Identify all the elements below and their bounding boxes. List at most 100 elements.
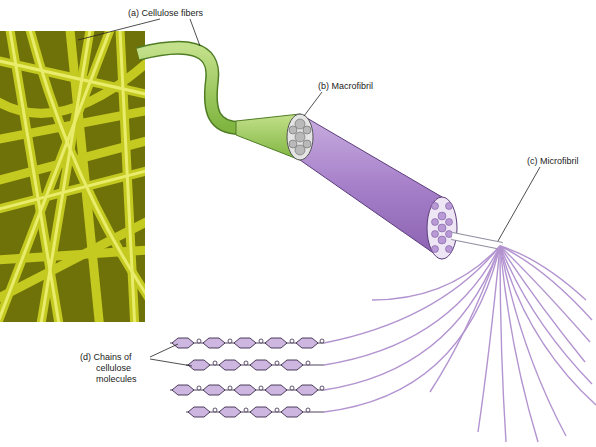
oxygen-link [320, 386, 324, 390]
oxygen-link [244, 361, 248, 365]
bundle [289, 140, 297, 148]
leader-line [498, 167, 540, 241]
chain-strand [500, 246, 566, 436]
bundle [303, 140, 311, 148]
oxygen-link [213, 361, 217, 365]
bundle [432, 231, 439, 238]
bundle [432, 246, 439, 253]
glucose-ring [234, 385, 256, 395]
glucose-ring [203, 338, 225, 348]
oxygen-link [197, 339, 201, 343]
chain-strand [500, 246, 592, 384]
bundle [438, 212, 446, 220]
part-label: (d) Chains of cellulose molecules [80, 352, 152, 385]
part-label: (b) Macrofibril [318, 81, 408, 92]
chain-strand [372, 246, 500, 300]
bundle [289, 126, 297, 134]
microfibril-bundles [432, 203, 453, 253]
bundle [432, 219, 439, 226]
glucose-ring [281, 407, 303, 417]
bundle [295, 132, 305, 142]
microfibril-body [452, 236, 502, 246]
microfibril-cross-section [427, 197, 457, 259]
fanning-chains [324, 246, 596, 442]
chain-strand [500, 246, 592, 320]
strand-highlight [0, 31, 110, 322]
oxygen-link [275, 408, 279, 412]
fiber-micrograph [0, 31, 145, 322]
fiber-outline [138, 48, 240, 128]
glucose-ring [172, 338, 194, 348]
part-label: (a) Cellulose fibers [128, 8, 268, 19]
chain-strand [500, 246, 585, 362]
glucose-ring [234, 338, 256, 348]
glucose-rings [172, 338, 318, 417]
strand-bodies [0, 31, 145, 322]
oxygen-link [197, 386, 201, 390]
bundle [446, 203, 453, 210]
leader-line [150, 344, 178, 357]
strand [0, 140, 145, 180]
fiber-body [138, 48, 240, 128]
oxygen-link [244, 408, 248, 412]
chain-strand [500, 246, 538, 442]
leader-line [78, 19, 160, 40]
chain-strand [324, 246, 500, 412]
glucose-ring [203, 385, 225, 395]
macrofibril-bundles [289, 119, 311, 155]
leader-line [190, 19, 200, 46]
bundle [295, 119, 305, 129]
cellulose-fiber-tube [138, 48, 300, 160]
glucose-ring [188, 360, 210, 370]
oxygen-link [306, 408, 310, 412]
oxygen-links [197, 339, 324, 412]
chain-strand [324, 246, 500, 343]
glucose-ring [219, 407, 241, 417]
part-label: (c) Microfibril [527, 156, 595, 167]
leader-lines [78, 19, 540, 366]
glucose-ring [296, 385, 318, 395]
microfibril-strand [452, 236, 502, 246]
bundle [432, 203, 439, 210]
oxygen-link [290, 386, 294, 390]
glucose-ring [281, 360, 303, 370]
chain-bonds [170, 343, 324, 412]
strand-highlight [30, 31, 145, 300]
glucose-ring [188, 407, 210, 417]
glucose-ring [219, 360, 241, 370]
oxygen-link [290, 339, 294, 343]
strand-highlights [0, 31, 145, 322]
bundle [446, 231, 453, 238]
glucose-ring [250, 360, 272, 370]
bundle [446, 219, 453, 226]
glucose-ring [172, 385, 194, 395]
strand-highlight [0, 170, 145, 210]
bundle [438, 236, 446, 244]
leader-line [304, 92, 322, 116]
glucose-ring [250, 407, 272, 417]
oxygen-link [228, 386, 232, 390]
oxygen-link [259, 386, 263, 390]
oxygen-link [259, 339, 263, 343]
leader-line [150, 359, 192, 366]
glucose-ring [265, 338, 287, 348]
glucose-ring [296, 338, 318, 348]
bundle [438, 224, 446, 232]
macrofibril-body [300, 114, 442, 259]
microfibril-outline [452, 236, 502, 246]
oxygen-link [320, 339, 324, 343]
chain-strand [324, 246, 500, 365]
oxygen-link [228, 339, 232, 343]
chain-strand [324, 246, 500, 390]
cellulose-chains [170, 338, 324, 417]
chain-strand [500, 246, 506, 442]
fiber-strands [0, 31, 145, 322]
bundle [446, 246, 453, 253]
oxygen-link [213, 408, 217, 412]
bundle [295, 145, 305, 155]
bundle [303, 126, 311, 134]
chain-strand [500, 246, 596, 405]
oxygen-link [275, 361, 279, 365]
